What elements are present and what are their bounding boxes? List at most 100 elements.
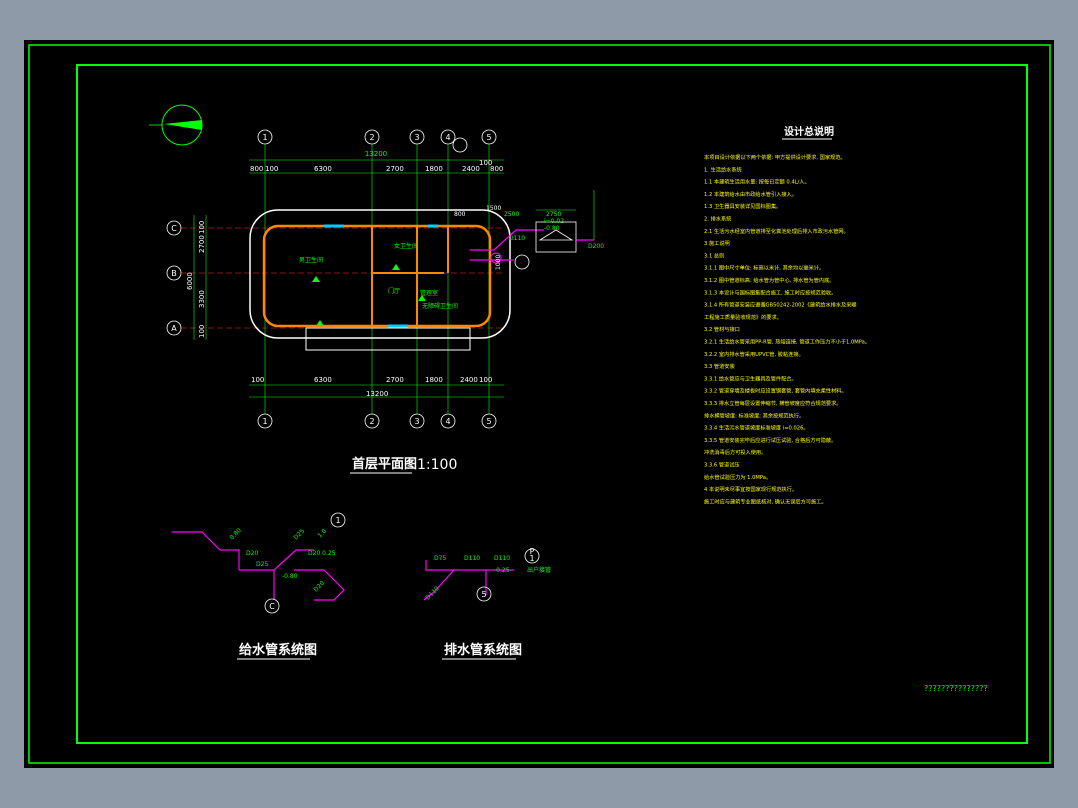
note-line: 给水管试验压力为 1.0MPa。 xyxy=(704,473,771,481)
note-line: 3.1.2 图中管道标高: 给水管为管中心, 排水管为管内底。 xyxy=(704,276,834,284)
water-supply-diagram: D20 D25 -0.80 D20 0.25 D25 D20 0.80 1.0 … xyxy=(172,512,346,660)
axis-circle xyxy=(514,254,530,270)
pipe-label: -0.80 xyxy=(544,225,560,232)
axis-label: 4 xyxy=(445,417,450,426)
note-line: 工程施工质量验收规范》的要求。 xyxy=(704,313,782,321)
pipe-label: 2500 xyxy=(504,211,519,218)
axis-label: P xyxy=(530,547,535,556)
pipe-label: 2750 xyxy=(546,211,561,218)
dim-text: 2700 xyxy=(386,376,404,384)
note-line: 冲洗消毒后方可投入使用。 xyxy=(704,448,766,456)
axis-label: B xyxy=(171,269,177,278)
axis-label: 5 xyxy=(486,417,491,426)
note-line: 2.1 生活污水经室内管道排至化粪池处理后排入市政污水管网。 xyxy=(704,227,849,235)
axis-label: 1 xyxy=(335,516,340,525)
axis-circle xyxy=(476,586,492,602)
axis-label: A xyxy=(171,324,177,333)
note-line: 1.1 本建筑生活用水量: 按每日定额 0.4L/人。 xyxy=(704,178,810,186)
axis-circle xyxy=(264,598,280,614)
note-line: 3.3.6 管道试压 xyxy=(704,461,740,469)
drain-label: D110 xyxy=(464,555,480,562)
axis-label: 1 xyxy=(529,554,534,563)
pipe-label: 1000 xyxy=(495,255,502,270)
drain-label: 出户接管 xyxy=(527,566,551,574)
dim-text: 3300 xyxy=(198,290,206,308)
pipe-label: i=0.02 xyxy=(544,218,564,225)
dim-text: 100 xyxy=(265,165,278,173)
outer-frame xyxy=(28,44,1051,764)
note-line: 3.1.3 本设计与国标图集配合施工, 施工时应按规范验收。 xyxy=(704,288,836,296)
dim-text: 800 xyxy=(490,165,503,173)
inner-frame xyxy=(76,64,1028,744)
dim-text: 100 xyxy=(251,376,264,384)
pipe-label: D110 xyxy=(509,235,525,242)
outlet-icon xyxy=(490,252,502,264)
note-line: 3 施工说明 xyxy=(704,239,730,247)
axis-label: 1 xyxy=(262,417,267,426)
dim-text: 2400 xyxy=(460,376,478,384)
note-line: 3.2.1 生活给水管采用PP-R管, 热熔连接, 管道工作压力不小于1.0MP… xyxy=(704,338,870,346)
dim-text: 2700 xyxy=(386,165,404,173)
note-line: 4 本说明未尽事宜按国家现行规范执行。 xyxy=(704,485,797,493)
drawing-sheet: 1 2 3 4 5 1 2 3 4 5 C B A 13200 800 xyxy=(24,40,1054,768)
dim-text: 1800 xyxy=(425,376,443,384)
supply-label: D25 xyxy=(256,561,268,568)
axis-label: 1 xyxy=(262,133,267,142)
dim-text: 6000 xyxy=(186,272,194,290)
fixtures xyxy=(312,264,426,326)
axis-label: 3 xyxy=(414,133,419,142)
dim-overall-bottom: 13200 xyxy=(366,390,388,398)
dim-text: 100 xyxy=(198,325,206,338)
drain-label: D110 xyxy=(494,555,510,562)
openings xyxy=(324,224,438,328)
dim-text: 100 xyxy=(198,221,206,234)
plan-scale: 1:100 xyxy=(417,457,457,473)
pipe-label: D200 xyxy=(588,243,604,250)
note-line: 排水横管坡度: 标准坡度; 其余按规范执行。 xyxy=(704,411,804,419)
dim-text: 100 xyxy=(479,376,492,384)
note-line: 3.3 管道安装 xyxy=(704,362,735,370)
note-line: 3.3.2 管道穿墙及楼板时应设置钢套管, 套管内填充柔性材料。 xyxy=(704,387,847,395)
drain-label: -0.25 xyxy=(494,567,510,574)
dim-text: 2400 xyxy=(462,165,480,173)
dim-text: 1800 xyxy=(425,165,443,173)
dimension-lines xyxy=(193,159,504,398)
note-line: 1.3 卫生器具安装详见国标图集。 xyxy=(704,202,781,210)
supply-label: 1.0 xyxy=(316,528,328,540)
axis-label: 2 xyxy=(369,133,374,142)
note-line: 3.3.1 给水管应与卫生器具及管件配合。 xyxy=(704,374,797,382)
note-line: 3.3.3 排水立管每层设置伸缩节, 横管坡度应符合规范要求。 xyxy=(704,399,841,407)
water-supply-title: 给水管系统图 xyxy=(239,642,317,658)
title-block-text: ??????????????? xyxy=(924,684,988,693)
note-line: 3.2 管材与接口 xyxy=(704,325,740,333)
room-label: 女卫生间 xyxy=(394,242,418,250)
note-line: 1.2 本建筑给水由市政给水管引入接入。 xyxy=(704,190,797,198)
note-line: 1. 生活给水系统 xyxy=(704,165,742,173)
building-outer-wall xyxy=(249,209,511,339)
note-line: 3.1 总则 xyxy=(704,251,724,259)
dim-text: 6300 xyxy=(314,165,332,173)
note-line: 施工时应与建筑专业图纸核对, 确认无误后方可施工。 xyxy=(704,497,827,505)
note-line: 3.2.2 室内排水管采用UPVC管, 胶粘连接。 xyxy=(704,350,804,358)
front-step xyxy=(305,327,471,351)
dim-text: 6300 xyxy=(314,376,332,384)
dim-text: 100 xyxy=(479,159,492,167)
dim-text: 800 xyxy=(250,165,263,173)
axis-circle xyxy=(330,512,346,528)
note-line: 本项目设计依据以下两个依据: 甲方提供设计要求, 国家规范。 xyxy=(704,153,846,161)
notes-title: 设计总说明 xyxy=(784,125,834,138)
septic-tank xyxy=(535,190,595,253)
supply-label: D20 0.25 xyxy=(308,550,336,557)
plan-title: 首层平面图 xyxy=(352,456,417,472)
axis-label: C xyxy=(269,602,275,611)
room-label: 门厅 xyxy=(388,287,400,295)
axis-label: 3 xyxy=(414,417,419,426)
axis-label: 4 xyxy=(445,133,450,142)
grid-lines xyxy=(181,144,504,414)
floor-plan: 1 2 3 4 5 1 2 3 4 5 C B A 13200 800 xyxy=(166,129,604,474)
note-line: 3.1.4 所有管道安装应遵循GB50242-2002《建筑给水排水及采暖 xyxy=(704,301,857,309)
axis-label: 2 xyxy=(369,417,374,426)
note-line: 2. 排水系统 xyxy=(704,215,731,223)
drainage-diagram: D75 D110 D110 -0.25 D110 5 P 1 出户接管 排水管系… xyxy=(423,547,551,660)
drainage-title: 排水管系统图 xyxy=(444,642,522,658)
